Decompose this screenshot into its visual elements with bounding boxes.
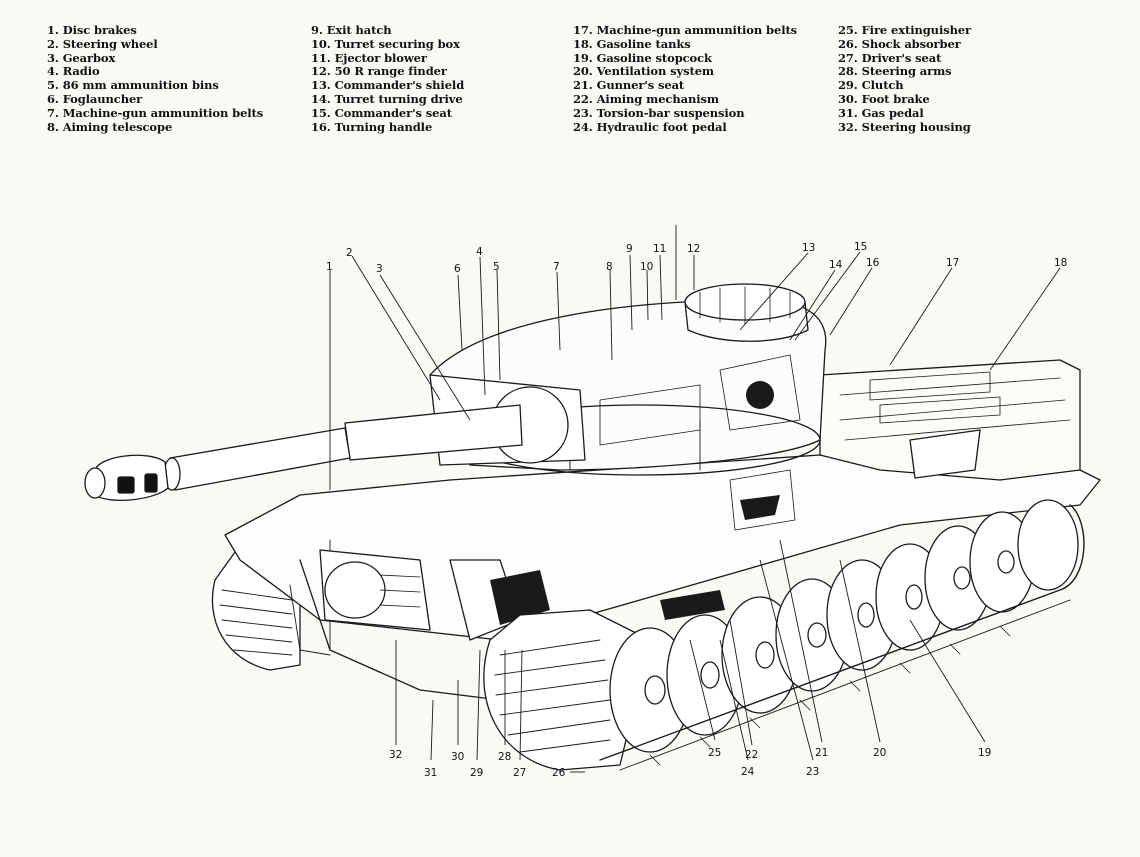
legend-column-3: 17. Machine-gun ammunition belts 18. Gas…	[573, 23, 828, 134]
callout-label: 15	[854, 241, 867, 253]
legend-item: 15. Commander's seat	[311, 105, 452, 120]
callout-label: 2	[346, 247, 353, 259]
callout-label: 27	[513, 767, 526, 779]
legend-item: 30. Foot brake	[838, 91, 930, 106]
legend-item: 26. Shock absorber	[838, 36, 961, 51]
legend-item: 24. Hydraulic foot pedal	[573, 119, 727, 134]
callout-label: 23	[806, 766, 819, 778]
legend-item: 27. Driver's seat	[838, 50, 942, 65]
callout-label: 16	[866, 257, 880, 269]
callout-label: 9	[626, 243, 633, 255]
callout-label: 13	[802, 242, 815, 254]
callout-label: 22	[745, 749, 758, 761]
legend-item: 22. Aiming mechanism	[573, 91, 719, 106]
legend-item: 10. Turret securing box	[311, 36, 460, 51]
legend-item: 23. Torsion-bar suspension	[573, 105, 745, 120]
parts-legend: 1. Disc brakes 2. Steering wheel 3. Gear…	[0, 23, 1140, 144]
legend-item: 20. Ventilation system	[573, 64, 714, 79]
callout-label: 10	[640, 261, 653, 273]
legend-item: 21. Gunner's seat	[573, 78, 685, 93]
callout-label: 4	[476, 246, 483, 258]
callout-numbers: 1 2 3 4 5 6 7 8 9 10 11 12 13 14 15 16 1…	[326, 241, 1067, 779]
commander-cupola	[684, 283, 809, 342]
legend-item: 1. Disc brakes	[47, 23, 137, 37]
legend-item: 32. Steering housing	[838, 119, 971, 134]
right-track-front	[483, 609, 651, 771]
callout-label: 11	[653, 243, 666, 255]
transmission-gearbox	[319, 381, 796, 641]
callout-label: 1	[326, 261, 333, 273]
legend-item: 9. Exit hatch	[311, 23, 392, 37]
main-gun-barrel	[84, 404, 523, 501]
callout-leaders	[329, 225, 1061, 773]
legend-item: 31. Gas pedal	[838, 105, 924, 120]
legend-item: 5. 86 mm ammunition bins	[47, 78, 219, 93]
callout-label: 25	[708, 747, 721, 759]
legend-item: 6. Foglauncher	[47, 91, 143, 106]
callout-label: 31	[424, 767, 437, 779]
callout-label: 14	[829, 259, 843, 271]
callout-label: 5	[493, 261, 500, 273]
engine-deck	[819, 359, 1081, 481]
callout-label: 7	[553, 261, 560, 273]
callout-label: 28	[498, 751, 511, 763]
legend-item: 3. Gearbox	[47, 50, 116, 65]
legend-item: 12. 50 R range finder	[311, 64, 447, 79]
callout-label: 21	[815, 747, 828, 759]
legend-item: 25. Fire extinguisher	[838, 23, 972, 37]
legend-item: 13. Commander's shield	[311, 78, 465, 93]
callout-label: 30	[451, 751, 464, 763]
callout-label: 18	[1054, 257, 1067, 269]
callout-label: 8	[606, 261, 613, 273]
legend-item: 4. Radio	[47, 64, 100, 79]
callout-label: 32	[389, 749, 402, 761]
legend-item: 7. Machine-gun ammunition belts	[47, 105, 264, 120]
legend-item: 19. Gasoline stopcock	[573, 50, 712, 65]
legend-item: 29. Clutch	[838, 78, 904, 93]
legend-column-4: 25. Fire extinguisher 26. Shock absorber…	[838, 23, 1093, 134]
legend-item: 17. Machine-gun ammunition belts	[573, 23, 798, 37]
callout-label: 12	[687, 243, 700, 255]
track-run	[599, 504, 1085, 771]
callout-label: 26	[552, 767, 566, 779]
callout-label: 17	[946, 257, 959, 269]
legend-item: 18. Gasoline tanks	[573, 36, 691, 51]
legend-column-1: 1. Disc brakes 2. Steering wheel 3. Gear…	[47, 23, 302, 134]
callout-label: 19	[978, 747, 991, 759]
callout-label: 3	[376, 263, 383, 275]
legend-item: 8. Aiming telescope	[47, 119, 173, 134]
legend-item: 28. Steering arms	[838, 64, 952, 79]
legend-item: 11. Ejector blower	[311, 50, 427, 65]
callout-label: 6	[454, 263, 461, 275]
hull	[224, 454, 1101, 701]
legend-item: 14. Turret turning drive	[311, 91, 463, 106]
callout-label: 24	[741, 766, 755, 778]
callout-label: 20	[873, 747, 886, 759]
legend-column-2: 9. Exit hatch 10. Turret securing box 11…	[311, 23, 566, 134]
legend-item: 16. Turning handle	[311, 119, 433, 134]
callout-label: 29	[470, 767, 483, 779]
legend-item: 2. Steering wheel	[47, 36, 158, 51]
